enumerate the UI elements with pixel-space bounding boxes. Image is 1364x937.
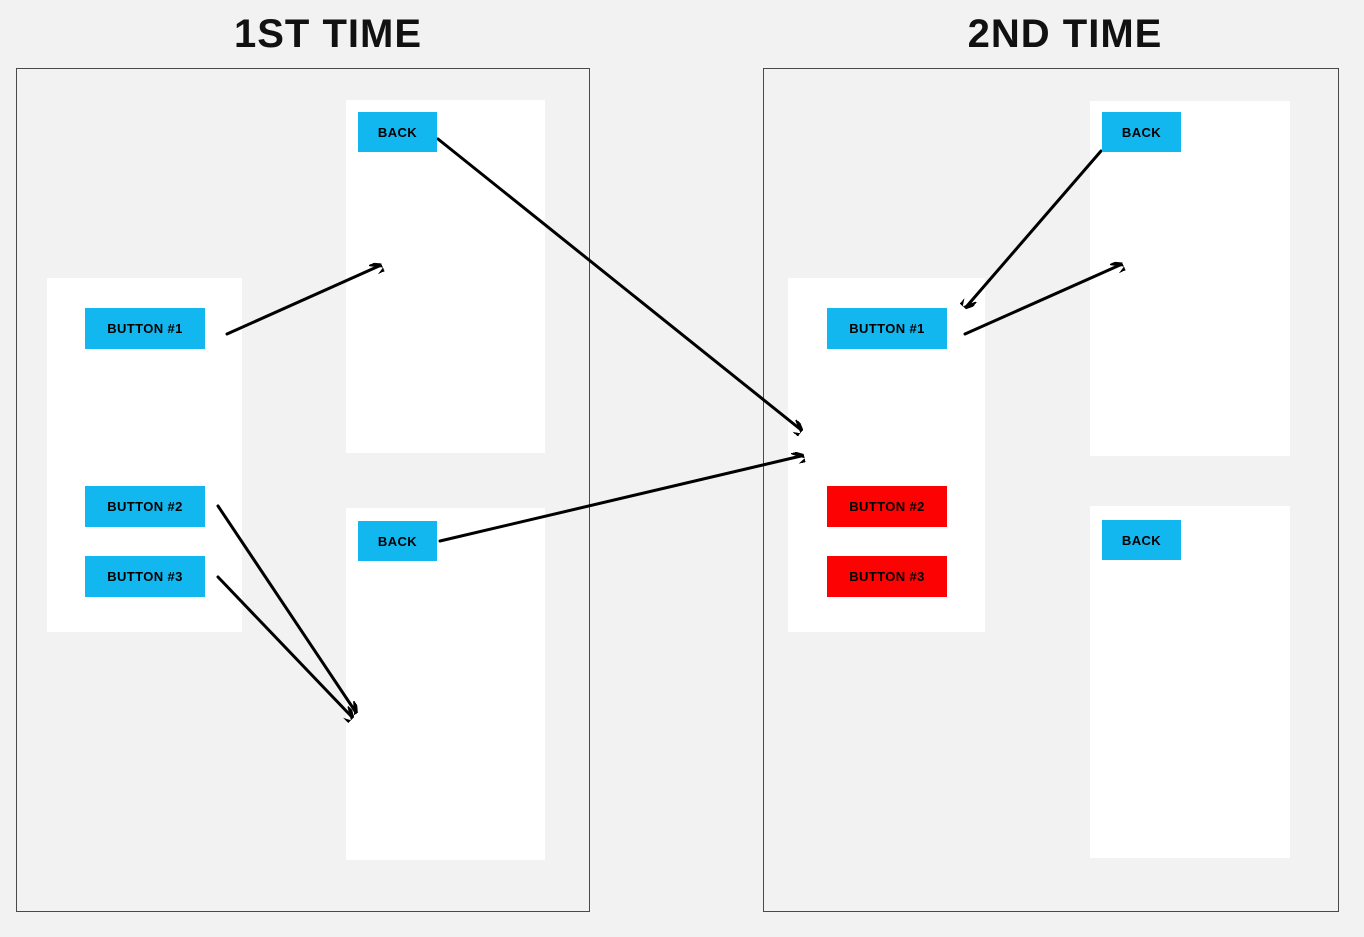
- button-2[interactable]: BUTTON #2: [827, 486, 947, 527]
- back-button[interactable]: BACK: [1102, 112, 1181, 152]
- button-2[interactable]: BUTTON #2: [85, 486, 205, 527]
- button-3[interactable]: BUTTON #3: [85, 556, 205, 597]
- button-1[interactable]: BUTTON #1: [85, 308, 205, 349]
- first-detail-bottom-screen: [346, 508, 545, 860]
- second-time-title: 2ND TIME: [967, 12, 1163, 56]
- first-time-title: 1ST TIME: [233, 12, 423, 56]
- second-detail-bottom-screen: [1090, 506, 1290, 858]
- back-button[interactable]: BACK: [358, 521, 437, 561]
- second-detail-top-screen: [1090, 101, 1290, 456]
- button-1[interactable]: BUTTON #1: [827, 308, 947, 349]
- back-button[interactable]: BACK: [1102, 520, 1181, 560]
- button-3[interactable]: BUTTON #3: [827, 556, 947, 597]
- first-detail-top-screen: [346, 100, 545, 453]
- back-button[interactable]: BACK: [358, 112, 437, 152]
